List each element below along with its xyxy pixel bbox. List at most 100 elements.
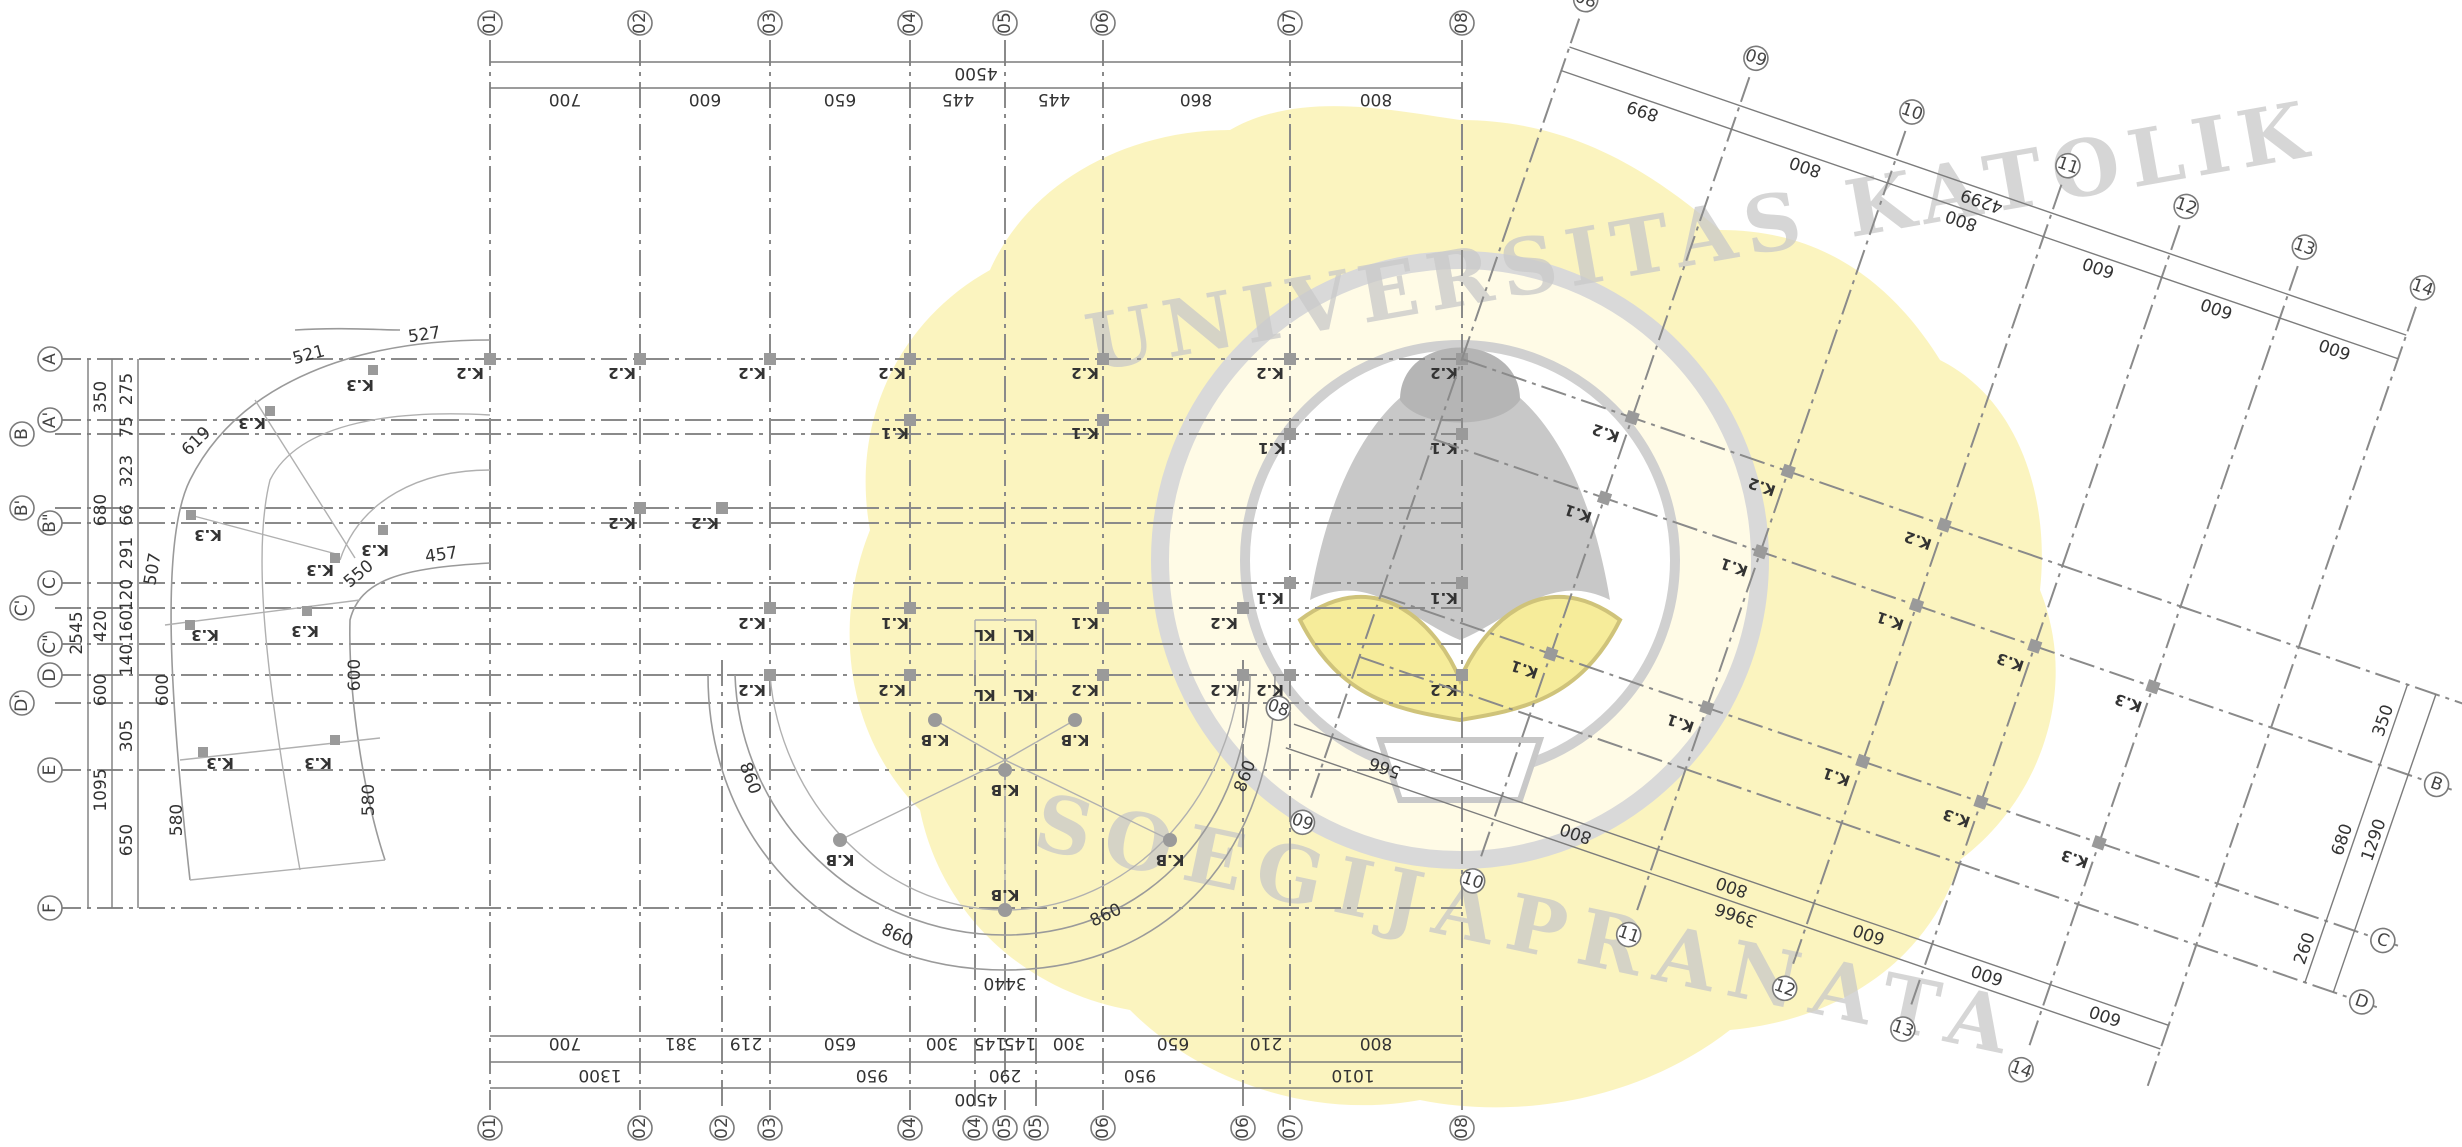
column-k2: [1284, 353, 1296, 365]
column-label: K.1: [1256, 589, 1284, 607]
svg-text:A': A': [40, 412, 60, 428]
svg-text:D: D: [40, 668, 60, 681]
column-label: K.2: [1071, 364, 1099, 382]
rot-bubble-14-top: 14: [2409, 275, 2436, 301]
left-dim2-4: 600: [91, 674, 111, 706]
top-dim-7: 800: [1360, 89, 1392, 109]
svg-text:E: E: [40, 765, 60, 776]
svg-text:D': D': [12, 694, 32, 712]
arc-dim-619: 619: [178, 423, 215, 460]
svg-text:08: 08: [1452, 12, 1472, 34]
column-label: K.1: [1430, 439, 1458, 457]
top-total-dim: 4500: [954, 63, 997, 83]
rot-bubble-11-top: 11: [2054, 153, 2081, 179]
column-label: K.2: [738, 364, 766, 382]
rot-bubble-13-top: 13: [2291, 234, 2318, 260]
svg-text:05: 05: [995, 1117, 1015, 1139]
column-k3: [2091, 835, 2107, 851]
svg-text:07: 07: [1280, 12, 1300, 34]
grid-bubble-B: B: [9, 421, 35, 447]
column-label: K.2: [1210, 614, 1238, 632]
column-label: K.2: [1256, 681, 1284, 699]
top-dim-3: 650: [824, 89, 856, 109]
arc-dim-860-a: 860: [735, 760, 765, 797]
svg-text:B": B": [40, 513, 60, 532]
column-label: K.2: [1430, 681, 1458, 699]
svg-text:02: 02: [630, 12, 650, 34]
column-k2: [1237, 669, 1249, 681]
bottom-dim-1-2: 381: [665, 1033, 697, 1053]
column-kb: [998, 763, 1012, 777]
rot-right-dim-2: 680: [2328, 821, 2357, 858]
column-k3: [378, 525, 388, 535]
left-dim2-2: 680: [91, 494, 111, 526]
rot-right-dim-1: 350: [2369, 702, 2398, 739]
left-dimension-lines: 2545 350 680 420 600 1095 275 75 323 66 …: [67, 359, 139, 908]
column-k2: [1284, 669, 1296, 681]
grid-bubble-05b-bottom: 05: [1023, 1115, 1049, 1141]
column-label: KL: [1013, 626, 1035, 644]
column-k2: [1237, 602, 1249, 614]
column-kb: [998, 903, 1012, 917]
rot-top-dim-4: 600: [2080, 253, 2117, 282]
bottom-dim-1-4: 650: [824, 1033, 856, 1053]
svg-text:08: 08: [1452, 1117, 1472, 1139]
bottom-dim-2-1: 1300: [578, 1065, 621, 1085]
column-label: K.2: [1256, 364, 1284, 382]
arc-dim-580-a: 580: [167, 804, 187, 836]
column-k1: [1855, 753, 1871, 770]
column-k3: [2145, 679, 2161, 695]
column-k2: [904, 669, 916, 681]
top-dim-4: 445: [942, 89, 974, 109]
column-k2: [716, 502, 728, 514]
top-dim-5: 445: [1038, 89, 1070, 109]
column-k2: [904, 353, 916, 365]
bottom-total-dim: 4500: [954, 1089, 997, 1109]
column-label: K.B: [826, 851, 855, 869]
bottom-dim-1-1: 700: [549, 1033, 581, 1053]
grid-bubble-01-bottom: 01: [477, 1115, 503, 1141]
svg-text:02: 02: [712, 1117, 732, 1139]
column-k3: [330, 553, 340, 563]
column-k1: [904, 602, 916, 614]
column-k3: [302, 606, 312, 616]
column-label: K.3: [206, 754, 234, 772]
column-label: K.2: [738, 681, 766, 699]
column-label: K.1: [1430, 589, 1458, 607]
svg-text:D: D: [2352, 990, 2371, 1013]
grid-bubble-06-bottom: 06: [1090, 1115, 1116, 1141]
left-grid-bubbles: A A' B B' B" C C' C" D D' E F: [9, 346, 63, 921]
left-dim2-5: 1095: [91, 768, 111, 811]
grid-bubble-02-bottom: 02: [627, 1115, 653, 1141]
rot-top-dim-5: 600: [2198, 293, 2235, 322]
grid-bubble-C-dprime: C": [37, 631, 63, 657]
column-label: K.1: [1071, 424, 1099, 442]
grid-bubble-07-top: 07: [1277, 10, 1303, 36]
svg-text:01: 01: [480, 12, 500, 34]
rot-bubble-10-bottom: 10: [1459, 868, 1486, 894]
column-k1: [1699, 700, 1715, 716]
svg-text:03: 03: [760, 1117, 780, 1139]
column-kb: [833, 833, 847, 847]
column-labels: K.2 K.2 K.2 K.2 K.2 K.2 K.2 K.1 K.1 K.1 …: [191, 364, 1458, 904]
column-label: K.3: [2059, 846, 2091, 872]
column-k1: [1752, 544, 1769, 560]
column-k2: [634, 502, 646, 514]
left-dim2-1: 350: [91, 381, 111, 413]
grid-bubble-C-prime: C': [9, 595, 35, 621]
bottom-dim-2-2: 950: [856, 1065, 888, 1085]
svg-text:C': C': [12, 600, 32, 617]
top-dim-1: 700: [549, 89, 581, 109]
top-dimension-lines: 4500 700 600 650 445 445 860 800: [490, 61, 1462, 109]
left-dim1-7: 160: [117, 610, 137, 642]
grid-bubble-F: F: [37, 895, 63, 921]
svg-text:02: 02: [630, 1117, 650, 1139]
arc-dim-3440: 3440: [983, 973, 1026, 993]
rot-bubble-12-top: 12: [2173, 193, 2200, 219]
column-k1: [1596, 490, 1613, 506]
grid-bubble-06-top: 06: [1090, 10, 1116, 36]
column-k1: [904, 414, 916, 426]
column-label: K.2: [1210, 681, 1238, 699]
svg-text:F: F: [40, 903, 60, 913]
svg-text:06: 06: [1093, 1117, 1113, 1139]
